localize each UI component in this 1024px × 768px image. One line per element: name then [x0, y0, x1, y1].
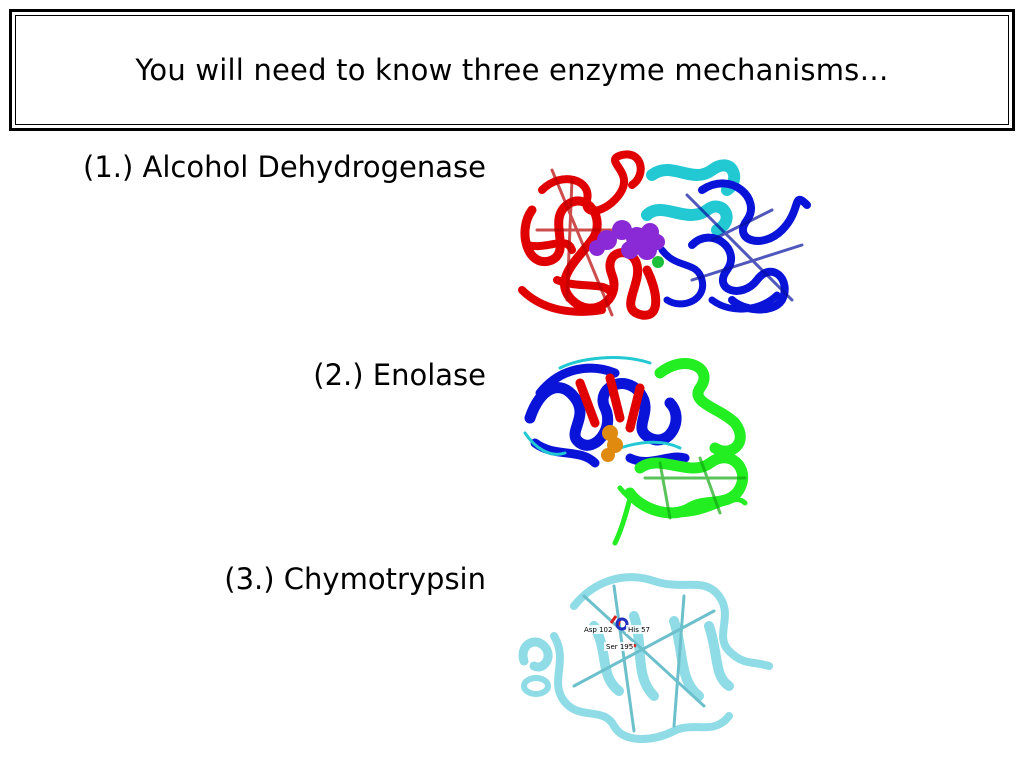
chymotrypsin-structure-image: Asp 102 His 57 Ser 195: [518, 573, 773, 743]
nad-ligand-spheres: [589, 220, 665, 260]
enzyme-label-chymotrypsin: (3.) Chymotrypsin: [224, 562, 486, 596]
enolase-structure-image: [523, 356, 749, 546]
substrate-ligand-spheres: [601, 425, 623, 462]
enzyme-label-enolase: (2.) Enolase: [313, 358, 486, 392]
enzyme-label-alcohol-dehydrogenase: (1.) Alcohol Dehydrogenase: [83, 150, 486, 184]
title-box: You will need to know three enzyme mecha…: [9, 9, 1015, 131]
zinc-ion: [652, 256, 664, 268]
residue-label-ser195: Ser 195: [606, 643, 633, 651]
residue-label-asp102: Asp 102: [584, 626, 612, 634]
residue-label-his57: His 57: [628, 626, 650, 634]
title-inner-frame: You will need to know three enzyme mecha…: [15, 15, 1009, 125]
alcohol-dehydrogenase-structure-image: [518, 150, 811, 320]
slide-title: You will need to know three enzyme mecha…: [135, 53, 889, 87]
